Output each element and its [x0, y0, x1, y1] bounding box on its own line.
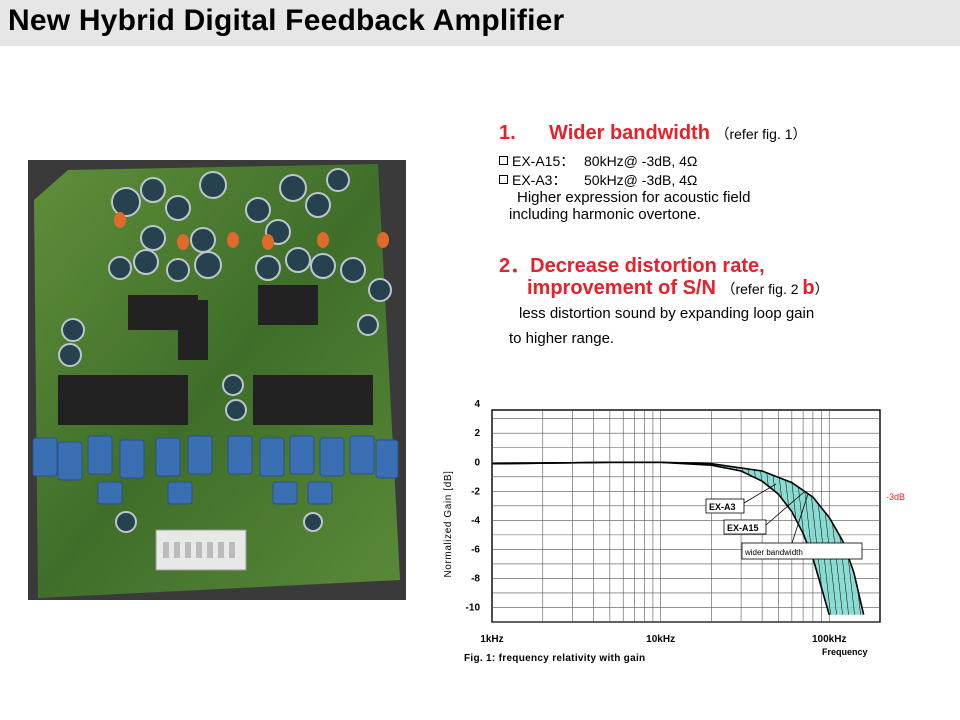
- y-tick-label: -2: [471, 486, 480, 497]
- chart-title: Fig. 1: frequency relativity with gain: [464, 653, 645, 664]
- page-title: New Hybrid Digital Feedback Amplifier: [8, 4, 565, 37]
- section1-heading-text: Wider bandwidth: [549, 122, 710, 144]
- x-tick-label: 10kHz: [646, 634, 675, 645]
- minus-3db-label: -3dB: [886, 492, 906, 502]
- annotation-ex-a3-box: [705, 498, 745, 514]
- leader-line-ex-a15: [765, 491, 805, 526]
- bullet-label: EX-A3：: [512, 172, 567, 188]
- hatch-line: [891, 460, 909, 622]
- wider-bandwidth-region: [711, 463, 864, 615]
- section2-body-line1: less distortion sound by expanding loop …: [519, 305, 815, 322]
- section2-heading-line1: 2．Decrease distortion rate,: [499, 255, 765, 277]
- section1-heading: 1. Wider bandwidth （refer fig. 1）: [499, 122, 807, 145]
- leader-line-ex-a3: [743, 483, 777, 504]
- section1-body-line1: Higher expression for acoustic field: [517, 189, 751, 206]
- y-tick-label: -10: [466, 602, 481, 613]
- amplifier-board-photo: [28, 160, 406, 600]
- title-bar: New Hybrid Digital Feedback Amplifier: [0, 0, 960, 46]
- leader-line-wider-bandwidth: [791, 493, 809, 544]
- x-axis-title: Frequency: [822, 647, 868, 657]
- section2-ref-bold: b: [802, 277, 815, 299]
- y-tick-label: 4: [474, 399, 480, 410]
- annotation-ex-a3-label: EX-A3: [709, 502, 736, 512]
- y-axis-title: Normalized Gain [dB]: [443, 470, 454, 577]
- section1-number: 1.: [499, 122, 516, 144]
- y-tick-label: 0: [474, 457, 480, 468]
- hatch-line: [897, 460, 915, 622]
- bullet-value: 50kHz@ -3dB, 4Ω: [584, 172, 698, 188]
- section2-heading-line2: improvement of S/N （refer fig. 2 b）: [527, 277, 829, 300]
- bullet-ex-a3: EX-A3： 50kHz@ -3dB, 4Ω: [499, 170, 697, 190]
- annotation-wider-bandwidth-label: wider bandwidth: [744, 548, 803, 557]
- x-tick-label: 1kHz: [480, 634, 503, 645]
- section1-ref: （refer fig. 1）: [715, 126, 807, 142]
- section2-ref-prefix: （refer fig. 2: [721, 281, 803, 297]
- annotation-wider-bandwidth-box: [741, 542, 863, 560]
- bullet-value: 80kHz@ -3dB, 4Ω: [584, 153, 698, 169]
- section2-ref-suffix: ）: [814, 281, 829, 297]
- section2-body-line2: to higher range.: [509, 330, 615, 347]
- section1-body-line2: including harmonic overtone.: [509, 206, 701, 223]
- annotation-ex-a15-label: EX-A15: [727, 523, 759, 533]
- hatch-line: [903, 460, 921, 622]
- bullet-label: EX-A15：: [512, 153, 575, 169]
- hatch-line: [909, 460, 927, 622]
- bullet-ex-a15: EX-A15： 80kHz@ -3dB, 4Ω: [499, 151, 697, 171]
- y-tick-label: 2: [474, 428, 480, 439]
- section2-heading-text: improvement of S/N: [527, 277, 716, 299]
- x-tick-label: 100kHz: [812, 634, 846, 645]
- annotation-ex-a15-box: [723, 519, 767, 535]
- checkbox-bullet-icon: [499, 156, 508, 165]
- hatch-line: [885, 460, 903, 622]
- y-tick-label: -8: [471, 573, 480, 584]
- checkbox-bullet-icon: [499, 175, 508, 184]
- y-tick-label: -6: [471, 544, 480, 555]
- y-tick-label: -4: [471, 515, 480, 526]
- frequency-gain-chart: 4 2 0 -2 -4 -6 -8 -10 1kHz 10kHz 100kHz EX-A3EX-A15…: [443, 399, 927, 664]
- hatch-line: [879, 460, 897, 622]
